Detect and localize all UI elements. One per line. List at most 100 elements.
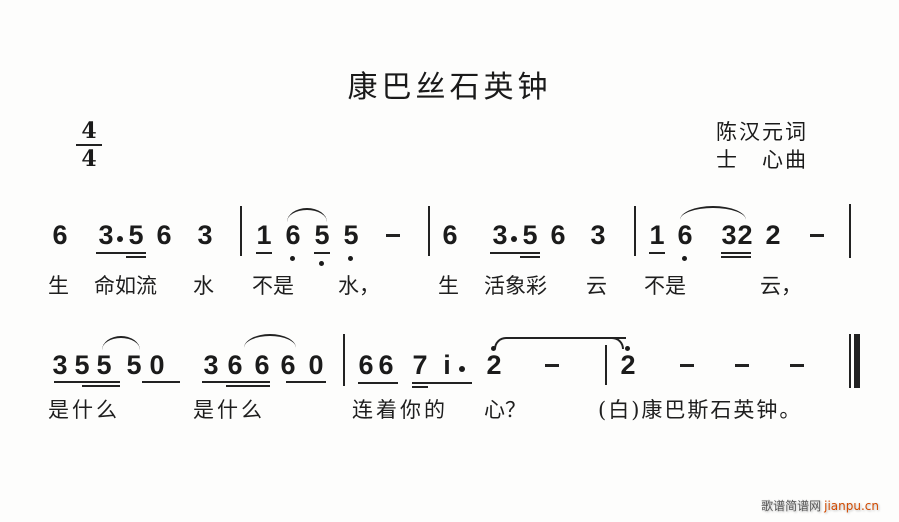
note: 6 <box>677 220 693 250</box>
bar-line <box>634 206 636 256</box>
sixteenth-underline <box>412 386 428 388</box>
note: 6 <box>254 350 270 380</box>
time-signature-line <box>76 144 102 146</box>
augmentation-dot <box>459 366 465 372</box>
low-octave-dot <box>319 261 324 266</box>
note: 7 <box>412 350 428 380</box>
eighth-underline <box>286 381 326 383</box>
bar-line <box>849 204 851 258</box>
sustain-dash <box>735 364 749 367</box>
eighth-underline <box>202 381 270 383</box>
lyric: 云 <box>586 274 607 298</box>
note: 3 <box>203 350 219 380</box>
low-octave-dot <box>290 256 295 261</box>
bar-line <box>605 345 607 385</box>
spoken-lyric: (白)康巴斯石英钟。 <box>598 398 803 422</box>
note: 6 <box>52 220 68 250</box>
eighth-underline <box>358 382 398 384</box>
sustain-dash <box>386 234 400 237</box>
eighth-underline <box>649 252 665 254</box>
final-bar-thin <box>849 334 851 388</box>
sustain-dash <box>810 234 824 237</box>
score-title: 康巴丝石英钟 <box>347 70 552 105</box>
note: 5 <box>314 220 330 250</box>
sustain-dash <box>790 364 804 367</box>
time-signature: 4 4 <box>76 120 102 170</box>
bar-line <box>428 206 430 256</box>
lyric: 不是 <box>252 274 294 298</box>
sixteenth-underline <box>126 256 146 258</box>
note: 3 <box>98 220 114 250</box>
note: 3 <box>721 220 737 250</box>
eighth-underline <box>412 382 472 384</box>
note: 1 <box>649 220 665 250</box>
lyric: 水， <box>338 274 380 298</box>
sixteenth-underline <box>520 256 540 258</box>
note: 6 <box>156 220 172 250</box>
lyric: 活象彩 <box>484 274 547 298</box>
note: 6 <box>550 220 566 250</box>
note: 6 <box>442 220 458 250</box>
note: 5 <box>74 350 90 380</box>
sustain-dash <box>545 364 559 367</box>
augmentation-dot <box>511 236 517 242</box>
lyric: 生 <box>438 274 459 298</box>
note: 3 <box>52 350 68 380</box>
time-signature-denominator: 4 <box>81 146 97 172</box>
note: 5 <box>343 220 359 250</box>
note: i <box>443 350 451 380</box>
lyricist-credit: 陈汉元词 <box>716 120 808 144</box>
lyric: 是什么 <box>48 398 120 422</box>
lyric: 生 <box>48 274 69 298</box>
tie-end <box>588 337 624 349</box>
eighth-underline <box>54 381 120 383</box>
low-octave-dot <box>682 256 687 261</box>
sixteenth-underline <box>226 385 270 387</box>
note: 5 <box>126 350 142 380</box>
watermark-cn: 歌谱简谱网 <box>761 499 822 513</box>
note: 2 <box>486 350 502 380</box>
lyric: 连着你的 <box>352 398 448 422</box>
sixteenth-underline <box>721 256 751 258</box>
lyric: 水 <box>193 274 214 298</box>
high-octave-dot <box>625 346 630 351</box>
note: 0 <box>308 350 324 380</box>
note: 5 <box>128 220 144 250</box>
sixteenth-underline <box>82 385 120 387</box>
eighth-underline <box>721 252 751 254</box>
lyric: 是什么 <box>193 398 265 422</box>
note: 1 <box>256 220 272 250</box>
augmentation-dot <box>117 236 123 242</box>
slur <box>244 334 296 348</box>
high-octave-dot <box>491 346 496 351</box>
note: 6 <box>285 220 301 250</box>
eighth-underline <box>142 381 180 383</box>
eighth-underline <box>256 252 272 254</box>
credits: 陈汉元词 士 心曲 <box>716 118 808 174</box>
watermark-site: jianpu.cn <box>824 499 879 513</box>
note: 2 <box>765 220 781 250</box>
note: 5 <box>522 220 538 250</box>
note: 3 <box>590 220 606 250</box>
eighth-underline <box>96 252 146 254</box>
slur <box>287 208 327 222</box>
slur <box>102 336 140 350</box>
note: 2 <box>737 220 753 250</box>
lyric: 云， <box>760 274 802 298</box>
note: 6 <box>280 350 296 380</box>
sustain-dash <box>680 364 694 367</box>
lyric: 心？ <box>484 398 526 422</box>
bar-line <box>343 334 345 386</box>
tie-start <box>494 337 626 349</box>
final-bar-thick <box>854 334 860 388</box>
note: 3 <box>197 220 213 250</box>
note: 5 <box>96 350 112 380</box>
bar-line <box>240 206 242 256</box>
lyric: 命如流 <box>94 274 157 298</box>
lyric: 不是 <box>644 274 686 298</box>
note: 6 <box>358 350 374 380</box>
slur <box>680 206 746 220</box>
note: 0 <box>149 350 165 380</box>
composer-credit: 士 心曲 <box>716 148 808 172</box>
